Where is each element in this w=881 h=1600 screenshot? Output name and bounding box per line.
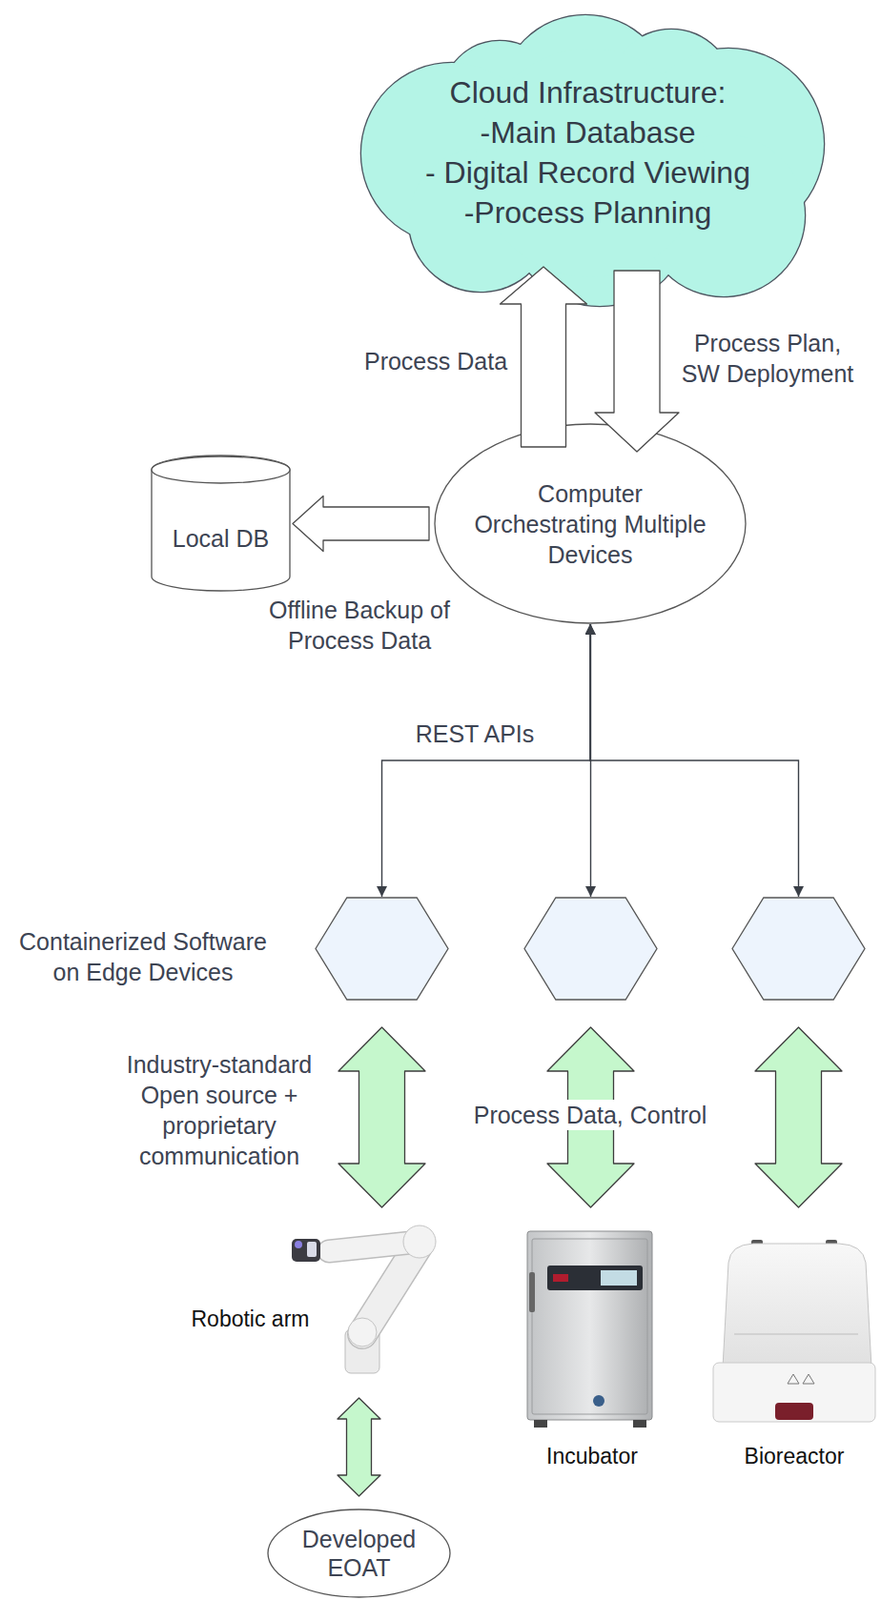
node-text: - Digital Record Viewing xyxy=(425,152,751,193)
node-text-box: Robotic arm xyxy=(181,1306,320,1333)
edge-label-holder: REST APIs xyxy=(415,718,535,750)
device-link-arrow xyxy=(338,1027,426,1209)
node-text: Developed EOAT xyxy=(297,1525,422,1583)
node-text: Incubator xyxy=(514,1443,670,1471)
node-text-box: Incubator xyxy=(514,1443,670,1471)
robotic-arm-illustration xyxy=(291,1226,436,1374)
orchestrator-ellipse: Computer Orchestrating Multiple Devices xyxy=(433,423,747,625)
node-text-box xyxy=(523,897,658,1002)
hex-outline xyxy=(314,897,450,1002)
note-text: Industry-standard Open source + propriet… xyxy=(117,1049,323,1172)
edge-device-hexagon xyxy=(731,897,866,1002)
process-data-arrow xyxy=(500,266,588,448)
rest-api-line xyxy=(590,624,800,898)
node-text: Robotic arm xyxy=(181,1306,320,1333)
eoat-ellipse: Developed EOAT xyxy=(266,1509,451,1599)
node-text: -Process Planning xyxy=(464,192,713,233)
device-link-arrow xyxy=(755,1027,842,1209)
incubator-device: Incubator xyxy=(514,1229,670,1474)
hex-outline xyxy=(731,897,866,1002)
eoat-link-arrow xyxy=(337,1398,381,1497)
edge-device-hexagon xyxy=(523,897,658,1002)
edge-label-holder: Process Plan, SW Deployment xyxy=(676,327,859,390)
edge-label: Process Data, Control xyxy=(470,1100,712,1131)
edge-devices-note: Containerized Software on Edge Devices xyxy=(4,926,282,988)
node-text-box: Computer Orchestrating Multiple Devices xyxy=(433,423,747,625)
node-text: Computer Orchestrating Multiple Devices xyxy=(470,478,711,571)
edge-label: REST APIs xyxy=(415,718,535,750)
node-text-box xyxy=(314,897,450,1002)
cylinder-outline xyxy=(150,455,291,593)
node-text-box: Local DB xyxy=(150,455,291,593)
ellipse-outline xyxy=(266,1509,451,1599)
node-text: -Main Database xyxy=(480,112,697,153)
communication-note: Industry-standard Open source + propriet… xyxy=(117,1049,323,1172)
edge-label-holder: Process Data, Control xyxy=(470,1100,712,1131)
rest-api-line xyxy=(382,624,592,898)
edge-device-hexagon xyxy=(314,897,450,1002)
incubator-illustration xyxy=(527,1231,653,1429)
edge-label: Process Data xyxy=(364,346,508,377)
edge-label-holder: Process Data xyxy=(364,346,508,377)
cloud-infrastructure: Cloud Infrastructure:-Main Database- Dig… xyxy=(347,10,829,307)
node-text-box xyxy=(731,897,866,1002)
hex-outline xyxy=(523,897,658,1002)
note-text: Containerized Software on Edge Devices xyxy=(4,926,282,988)
node-text: Bioreactor xyxy=(709,1443,880,1471)
node-text-box: Developed EOAT xyxy=(266,1509,451,1599)
bioreactor-illustration xyxy=(713,1240,876,1423)
node-text: Cloud Infrastructure: xyxy=(450,72,727,113)
bioreactor-device: Bioreactor xyxy=(709,1239,880,1474)
edge-label: Offline Backup of Process Data xyxy=(249,594,470,656)
node-text-box: Bioreactor xyxy=(709,1443,880,1471)
node-text: Local DB xyxy=(172,523,269,554)
edge-label-holder: Offline Backup of Process Data xyxy=(249,594,470,656)
backup-arrow xyxy=(292,496,430,553)
node-text-box: Cloud Infrastructure:-Main Database- Dig… xyxy=(347,72,829,233)
robotic-arm-device: Robotic arm xyxy=(181,1220,439,1378)
edge-label: Process Plan, SW Deployment xyxy=(676,327,859,390)
database-cylinder: Local DB xyxy=(150,455,291,593)
